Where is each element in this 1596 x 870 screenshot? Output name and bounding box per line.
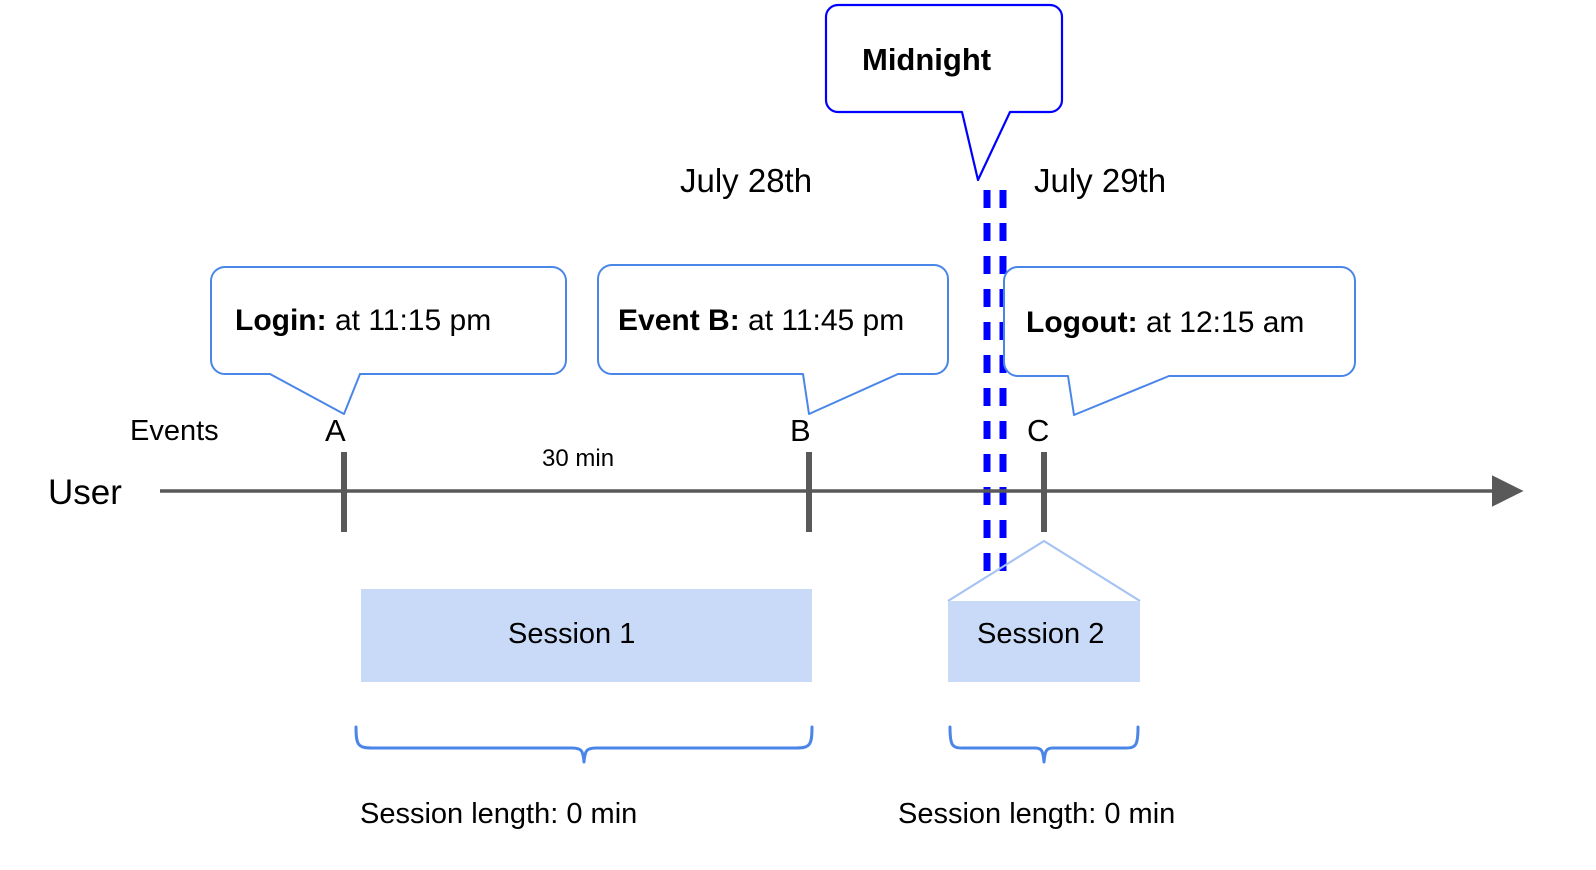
session-2-tent: [947, 539, 1141, 602]
event-marker-label-c: C: [1027, 413, 1050, 448]
row-label-events: Events: [130, 415, 219, 447]
callout-a-shape: [210, 266, 567, 415]
callout-c-shape: [1003, 266, 1356, 416]
session-2-brace: [948, 725, 1140, 764]
callout-event-b-bold: Event B:: [618, 304, 740, 337]
event-marker-label-a: A: [325, 413, 346, 448]
midnight-dashed-lines: [983, 190, 1007, 580]
session-1-brace: [354, 725, 814, 764]
date-label-july-29: July 29th: [1034, 162, 1167, 199]
event-marker-label-b: B: [790, 413, 811, 448]
row-label-user: User: [48, 473, 122, 512]
session-2-length-label: Session length: 0 min: [898, 798, 1176, 830]
session-2-label: Session 2: [977, 618, 1105, 650]
callout-b-shape: [597, 264, 949, 415]
callout-logout-rest: at 12:15 am: [1137, 306, 1305, 339]
callout-login-rest: at 11:15 pm: [326, 304, 492, 337]
midnight-callout-label: Midnight: [862, 42, 992, 77]
session-2-box: [948, 601, 1140, 682]
gap-duration-label: 30 min: [542, 445, 615, 472]
callout-event-b-label: Event B: at 11:45 pm: [618, 306, 904, 336]
callout-logout-label: Logout: at 12:15 am: [1026, 308, 1304, 338]
session-1-length-label: Session length: 0 min: [360, 798, 638, 830]
session-1-label: Session 1: [508, 618, 636, 650]
callout-logout-bold: Logout:: [1026, 306, 1138, 339]
callout-event-b-rest: at 11:45 pm: [739, 304, 905, 337]
callout-login-label: Login: at 11:15 pm: [235, 306, 491, 336]
callout-login-bold: Login:: [235, 304, 327, 337]
session-1-box: [361, 589, 812, 682]
midnight-callout-shape: [824, 3, 1064, 182]
date-label-july-28: July 28th: [680, 162, 813, 199]
